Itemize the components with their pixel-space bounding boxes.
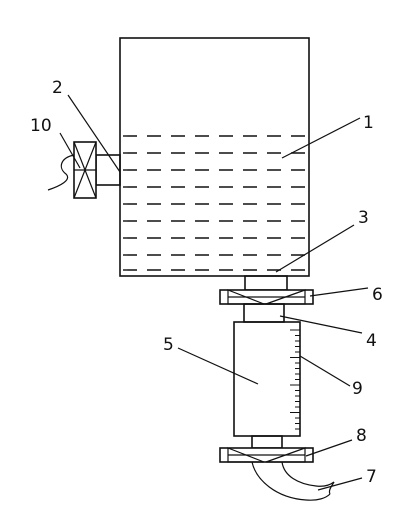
leader-8 xyxy=(305,439,353,457)
leader-7 xyxy=(317,477,363,491)
leader-4 xyxy=(279,315,363,334)
leader-1 xyxy=(281,117,361,159)
label-6: 6 xyxy=(372,285,383,305)
leader-6 xyxy=(309,287,369,297)
label-9: 9 xyxy=(352,379,363,399)
label-2: 2 xyxy=(52,78,63,98)
label-4: 4 xyxy=(366,331,377,351)
label-8: 8 xyxy=(356,426,367,446)
scale-ticks xyxy=(290,329,300,430)
label-10: 10 xyxy=(30,116,52,136)
side-outlet-hose xyxy=(47,154,75,191)
lower-neck xyxy=(251,435,283,449)
leader-5 xyxy=(177,347,259,385)
measuring-tube xyxy=(233,321,301,437)
label-7: 7 xyxy=(366,467,377,487)
bottom-hose-a xyxy=(251,461,331,501)
label-1: 1 xyxy=(363,113,374,133)
label-3: 3 xyxy=(358,208,369,228)
leader-9 xyxy=(299,355,351,387)
bottom-hose-end xyxy=(328,481,335,495)
leader-10 xyxy=(59,132,81,169)
leader-2 xyxy=(67,94,121,173)
leader-3 xyxy=(275,224,355,273)
side-pipe xyxy=(95,154,121,186)
label-5: 5 xyxy=(163,335,174,355)
bottom-hose-b xyxy=(281,461,335,487)
liquid-lines xyxy=(123,135,306,271)
connector-pipe xyxy=(243,303,285,323)
bottom-outlet-pipe xyxy=(244,275,288,291)
container-body xyxy=(119,37,310,277)
